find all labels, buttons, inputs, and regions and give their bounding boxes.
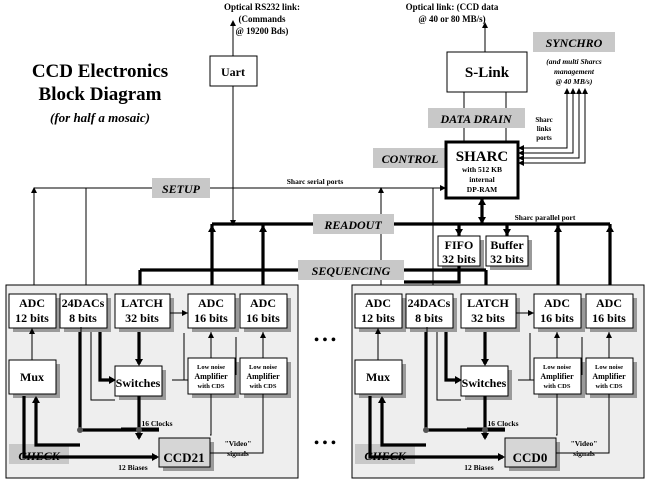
uart-box <box>209 55 258 87</box>
adc16b-left-1: ADC <box>250 296 276 310</box>
adc12-left-2: 12 bits <box>15 311 49 325</box>
amp-b-left-2: Amplifier <box>246 372 280 381</box>
sharc-line1: with 512 KB <box>462 165 502 174</box>
dac-right-1: 24DACs <box>408 296 451 310</box>
title-subtitle: (for half a mosaic) <box>50 110 150 125</box>
adc16a-right-1: ADC <box>544 296 570 310</box>
control-tag <box>373 148 448 168</box>
latch-left-1: LATCH <box>121 296 163 310</box>
uart-label: Uart <box>221 65 245 79</box>
data-drain-label: DATA DRAIN <box>439 112 512 126</box>
synchro-note-3: @ 40 MB/s) <box>556 77 593 86</box>
adc16a-left-1: ADC <box>198 296 224 310</box>
serial-ports-label: Sharc serial ports <box>287 177 344 186</box>
latch-right-2: 32 bits <box>471 311 505 325</box>
ccd-left: CCD21 <box>163 450 204 465</box>
sharc-title: SHARC <box>456 149 509 165</box>
dac-left-2: 8 bits <box>69 311 97 325</box>
synchro-label: SYNCHRO <box>546 36 603 50</box>
slink-box <box>446 51 528 93</box>
fifo-line2: 32 bits <box>442 252 476 266</box>
amp-b-right-2: Amplifier <box>592 372 626 381</box>
sharc-line3: DP-RAM <box>467 185 497 194</box>
module-right-labels: ADC 12 bits 24DACs 8 bits LATCH 32 bits … <box>361 296 626 472</box>
adc16a-left-2: 16 bits <box>194 311 228 325</box>
switches-right: Switches <box>462 376 507 390</box>
amp-a-left-2: Amplifier <box>194 372 228 381</box>
parallel-port-label: Sharc parallel port <box>515 213 576 222</box>
sharc-links-2: links <box>537 125 552 133</box>
optical-note-2: @ 40 or 80 MB/s) <box>418 14 485 24</box>
amp-a-left-1: Low noise <box>197 364 225 371</box>
ellipsis-top: • • • <box>314 333 336 348</box>
amp-b-right-1: Low noise <box>595 364 623 371</box>
mux-right: Mux <box>366 370 390 384</box>
adc16a-right-2: 16 bits <box>540 311 574 325</box>
amp-b-left-1: Low noise <box>249 364 277 371</box>
setup-tag <box>152 178 210 198</box>
ellipsis-bottom: • • • <box>314 436 336 451</box>
adc12-right-1: ADC <box>365 296 391 310</box>
buffer-line1: Buffer <box>490 238 524 252</box>
fifo-line1: FIFO <box>445 238 474 252</box>
adc16b-right-1: ADC <box>596 296 622 310</box>
clocks-left: 16 Clocks <box>141 419 172 428</box>
slink-label: S-Link <box>465 65 510 81</box>
biases-left: 12 Biases <box>118 463 147 472</box>
sharc-links-1: Sharc <box>535 116 552 124</box>
amp-a-right-1: Low noise <box>543 364 571 371</box>
buffer-line2: 32 bits <box>490 252 524 266</box>
synchro-note-1: (and multi Sharcs <box>546 57 602 66</box>
readout-tag <box>313 214 394 234</box>
ccd-right: CCD0 <box>513 450 548 465</box>
data-drain-tag <box>428 108 525 128</box>
optical-note-1: Optical link: (CCD data <box>406 2 499 12</box>
sequencing-label: SEQUENCING <box>312 264 391 278</box>
amp-a-left-3: with CDS <box>198 383 225 390</box>
mux-left: Mux <box>20 370 44 384</box>
control-label: CONTROL <box>382 152 439 166</box>
clocks-right: 16 Clocks <box>487 419 518 428</box>
latch-left-2: 32 bits <box>125 311 159 325</box>
adc16b-right-2: 16 bits <box>592 311 626 325</box>
check-right: CHECK <box>364 449 406 463</box>
latch-right-1: LATCH <box>467 296 509 310</box>
biases-right: 12 Biases <box>464 463 493 472</box>
adc12-right-2: 12 bits <box>361 311 395 325</box>
adc16b-left-2: 16 bits <box>246 311 280 325</box>
title-line2: Block Diagram <box>39 84 162 105</box>
rs232-note-1: Optical RS232 link: <box>224 2 300 12</box>
sharc-links-3: ports <box>536 134 552 142</box>
video-left-2: signals <box>227 449 249 458</box>
amp-a-right-3: with CDS <box>544 383 571 390</box>
dac-left-1: 24DACs <box>62 296 105 310</box>
synchro-note-2: management <box>554 67 595 76</box>
fifo-box <box>437 235 481 267</box>
dac-right-2: 8 bits <box>415 311 443 325</box>
module-left-labels: ADC 12 bits 24DACs 8 bits LATCH 32 bits … <box>15 296 280 472</box>
video-right-1: "Video" <box>571 439 598 448</box>
video-left-1: "Video" <box>225 439 252 448</box>
synchro-tag <box>533 32 615 52</box>
check-left: CHECK <box>18 449 60 463</box>
sequencing-tag <box>298 260 404 280</box>
video-right-2: signals <box>573 449 595 458</box>
setup-label: SETUP <box>162 182 201 196</box>
rs232-note-3: @ 19200 Bds) <box>236 26 289 36</box>
adc12-left-1: ADC <box>19 296 45 310</box>
readout-label: READOUT <box>323 218 382 232</box>
sharc-line2: internal <box>469 175 494 184</box>
switches-left: Switches <box>116 376 161 390</box>
buffer-box <box>485 235 529 267</box>
amp-b-left-3: with CDS <box>250 383 277 390</box>
title-line1: CCD Electronics <box>32 61 168 82</box>
rs232-note-2: (Commands <box>238 14 286 24</box>
sharc-box <box>444 140 520 200</box>
amp-b-right-3: with CDS <box>596 383 623 390</box>
amp-a-right-2: Amplifier <box>540 372 574 381</box>
